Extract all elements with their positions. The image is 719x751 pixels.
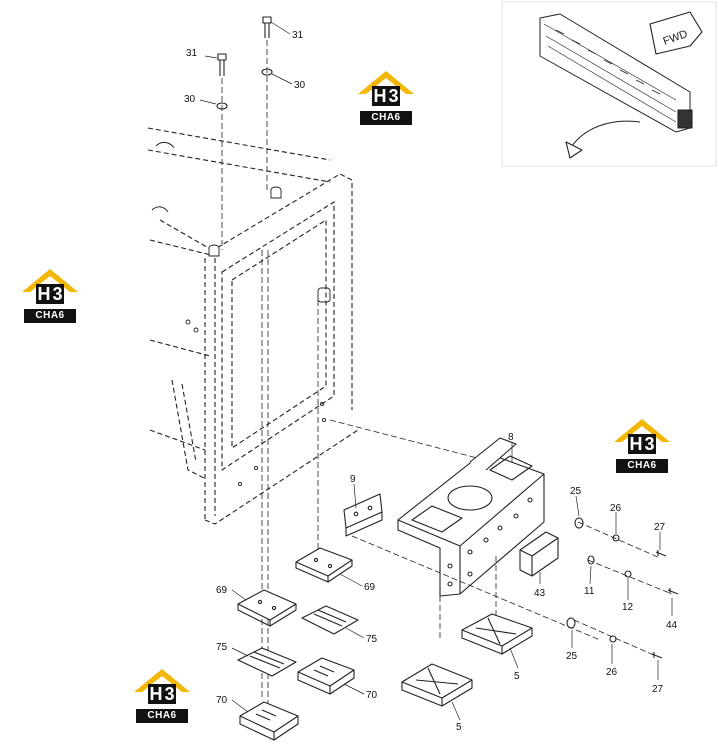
callout-70: 70 xyxy=(216,695,228,706)
logo-letter-h: H xyxy=(148,684,164,704)
callout-9: 9 xyxy=(350,474,356,485)
callout-44: 44 xyxy=(666,620,678,631)
leader-lines xyxy=(199,21,673,721)
logo-caption: CHA6 xyxy=(616,459,668,473)
callout-43: 43 xyxy=(534,588,546,599)
logo-letter-h: H xyxy=(628,434,644,454)
logo-caption: CHA6 xyxy=(24,309,76,323)
callout-5: 5 xyxy=(456,722,462,733)
shim-75-right xyxy=(301,605,359,635)
logo-digit-3: 3 xyxy=(163,684,176,704)
bracket-8 xyxy=(397,437,545,597)
callout-69: 69 xyxy=(364,582,376,593)
shim-70-left xyxy=(239,701,299,741)
main-frame xyxy=(147,127,359,525)
logo-digit-3: 3 xyxy=(51,284,64,304)
bolt-centerlines xyxy=(221,40,673,712)
shim-69-right xyxy=(295,547,353,583)
callout-31: 31 xyxy=(186,48,198,59)
callout-8: 8 xyxy=(508,432,514,443)
callout-27: 27 xyxy=(652,684,664,695)
bolt-31-right xyxy=(262,16,272,38)
logo-caption: CHA6 xyxy=(136,709,188,723)
callout-26: 26 xyxy=(606,667,618,678)
callout-70: 70 xyxy=(366,690,378,701)
part-43 xyxy=(519,531,559,577)
callout-31: 31 xyxy=(292,30,304,41)
logo-caption: CHA6 xyxy=(360,111,412,125)
hardware xyxy=(566,517,679,659)
bolt-31-left xyxy=(217,53,227,76)
callout-75: 75 xyxy=(216,642,228,653)
fwd-sign-icon xyxy=(649,11,703,55)
callout-30: 30 xyxy=(184,94,196,105)
callout-26: 26 xyxy=(610,503,622,514)
callout-25: 25 xyxy=(566,651,578,662)
callout-12: 12 xyxy=(622,602,634,613)
logo-letter-h: H xyxy=(36,284,52,304)
logo-letter-h: H xyxy=(372,86,388,106)
frame-details xyxy=(151,141,331,487)
callout-69: 69 xyxy=(216,585,228,596)
plate-9 xyxy=(343,493,383,537)
callout-11: 11 xyxy=(584,586,595,597)
logo-digit-3: 3 xyxy=(387,86,400,106)
inset-frame-overview xyxy=(501,1,717,167)
pad-5-upper xyxy=(461,613,533,655)
callout-75: 75 xyxy=(366,634,378,645)
shim-69-left xyxy=(237,589,297,627)
pad-5-lower xyxy=(401,663,473,707)
callout-30: 30 xyxy=(294,80,306,91)
callout-labels: 31 31 30 30 8 9 25 26 27 43 11 12 44 25 … xyxy=(184,30,678,733)
callout-27: 27 xyxy=(654,522,666,533)
shim-70-right xyxy=(297,657,355,695)
logo-digit-3: 3 xyxy=(643,434,656,454)
callout-25: 25 xyxy=(570,486,582,497)
callout-5: 5 xyxy=(514,671,520,682)
shim-75-left xyxy=(237,647,297,677)
